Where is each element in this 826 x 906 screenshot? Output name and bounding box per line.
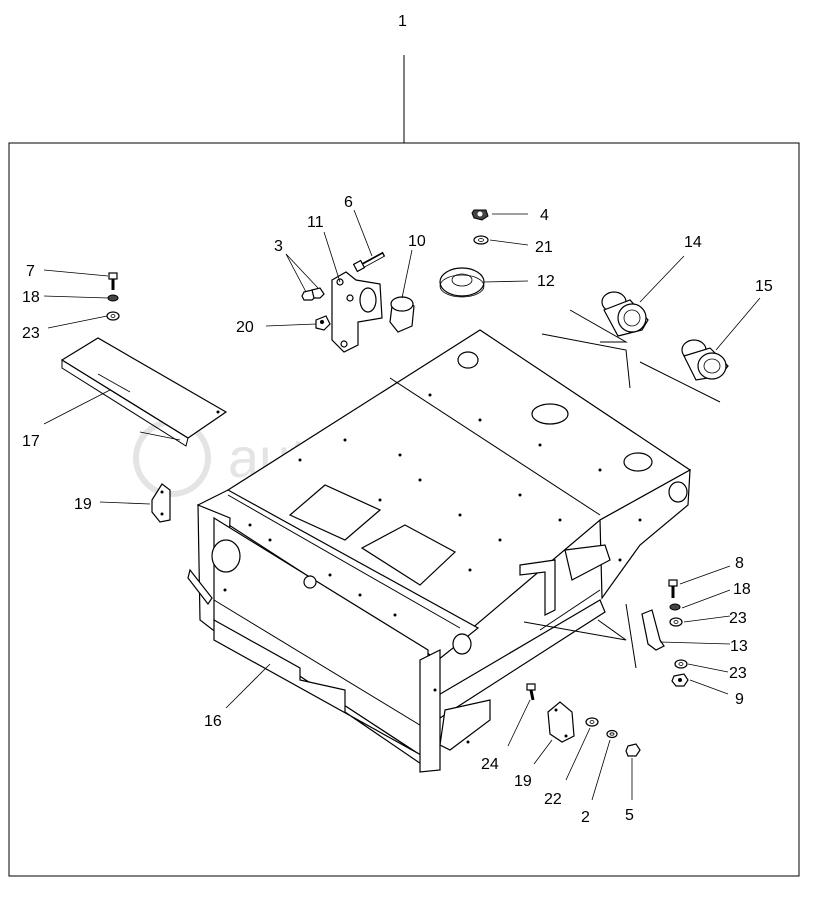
callout-21: 21 [535, 239, 553, 256]
callout-3: 3 [274, 238, 283, 255]
nut-part-3 [301, 287, 325, 301]
bracket-part-13 [641, 609, 665, 651]
flange-part-12 [439, 267, 485, 298]
callout-23-right-b: 23 [729, 665, 747, 682]
assembly-label: 1 [398, 13, 407, 30]
bolt-part-6 [352, 251, 386, 273]
callout-16: 16 [204, 713, 222, 730]
watermark-logo-icon [133, 419, 211, 497]
cover-part-19-bottom [547, 701, 575, 743]
bushing-part-10 [389, 296, 415, 333]
callout-18-left: 18 [22, 289, 40, 306]
callout-5: 5 [625, 807, 634, 824]
callout-9: 9 [735, 691, 744, 708]
callout-7: 7 [26, 263, 35, 280]
cover-part-19-left [151, 483, 171, 523]
callout-4: 4 [540, 207, 549, 224]
callout-12: 12 [537, 273, 555, 290]
callout-19-bottom: 19 [514, 773, 532, 790]
bolt-part-7 [108, 272, 118, 290]
bushing-part-15 [681, 339, 729, 381]
washer-part-18-left [107, 294, 119, 302]
callout-15: 15 [755, 278, 773, 295]
washer-part-23-right-b [674, 659, 688, 669]
nut-part-20 [315, 315, 331, 331]
nut-part-9 [671, 673, 689, 687]
rivet-dots [223, 393, 642, 744]
callout-14: 14 [684, 234, 702, 251]
bushing-part-14 [601, 291, 649, 337]
bolt-part-24 [526, 683, 536, 701]
leader-lines [43, 209, 761, 801]
nut-part-5 [625, 743, 641, 757]
callout-19-left: 19 [74, 496, 92, 513]
callout-6: 6 [344, 194, 353, 211]
callout-18-right: 18 [733, 581, 751, 598]
callout-22: 22 [544, 791, 562, 808]
washer-part-18-right [669, 603, 681, 611]
washer-part-23-right-a [669, 617, 683, 627]
washer-part-23-left [106, 311, 120, 321]
callout-23-right-a: 23 [729, 610, 747, 627]
callout-24: 24 [481, 756, 499, 773]
callout-2: 2 [581, 809, 590, 826]
callout-11: 11 [307, 214, 324, 231]
main-frame-part [187, 329, 692, 773]
cover-plate-part-17 [60, 337, 228, 447]
nut-part-4 [471, 209, 489, 221]
bolt-part-8 [668, 579, 678, 598]
callout-20: 20 [236, 319, 254, 336]
washer-part-2 [606, 729, 618, 739]
washer-part-22 [585, 717, 599, 727]
callout-8: 8 [735, 555, 744, 572]
callout-17: 17 [22, 433, 40, 450]
washer-part-21 [473, 235, 489, 245]
callout-10: 10 [408, 233, 426, 250]
callout-23-left: 23 [22, 325, 40, 342]
bracket-part-11 [331, 271, 383, 353]
callout-13: 13 [730, 638, 748, 655]
